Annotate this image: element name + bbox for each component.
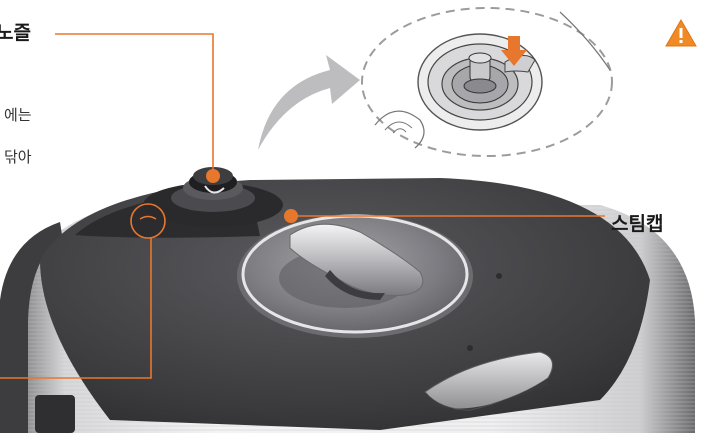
nozzle-leader: [55, 34, 220, 183]
warning-icon: [665, 18, 697, 48]
instruction-text-line-2: 닦아: [4, 146, 32, 168]
nozzle-label: 노즐: [0, 18, 31, 45]
steam-cap-part: [237, 214, 473, 338]
steam-cap-label: 스팀캡: [611, 209, 663, 236]
instruction-text-line-1: 에는: [4, 104, 32, 126]
magnified-inset: [362, 8, 612, 156]
curved-arrow-icon: [258, 55, 360, 150]
